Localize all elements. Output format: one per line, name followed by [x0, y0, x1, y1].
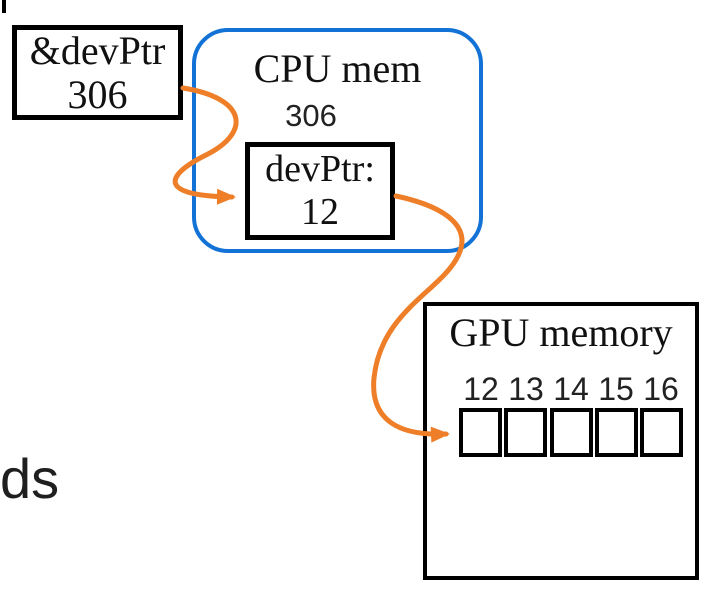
devptr-box: devPtr: 12	[245, 142, 395, 240]
memory-cell	[459, 408, 502, 457]
memory-cell	[549, 408, 593, 457]
address-box: &devPtr 306	[12, 25, 183, 120]
address-box-value: 306	[67, 71, 128, 117]
gpu-cell-address-label: 14	[553, 371, 589, 407]
gpu-cell-address-label: 15	[598, 371, 634, 407]
gpu-memory-title: GPU memory	[449, 310, 673, 355]
address-box-variable: &devPtr	[29, 27, 166, 73]
devptr-box-value: 12	[301, 191, 339, 233]
devptr-address-label: 306	[285, 98, 337, 133]
memory-cell	[640, 408, 683, 457]
gpu-cell-row	[459, 408, 683, 457]
memory-cell	[504, 408, 548, 457]
clipped-shape-edge	[2, 0, 6, 13]
gpu-cell-address-label: 13	[508, 371, 544, 407]
clipped-left-text: ds	[0, 447, 60, 510]
gpu-cell-address-label: 16	[643, 371, 679, 407]
memory-cell	[594, 408, 638, 457]
gpu-cell-address-label: 12	[463, 371, 499, 407]
cpu-memory-title: CPU mem	[253, 46, 422, 91]
devptr-box-variable: devPtr:	[265, 148, 375, 190]
